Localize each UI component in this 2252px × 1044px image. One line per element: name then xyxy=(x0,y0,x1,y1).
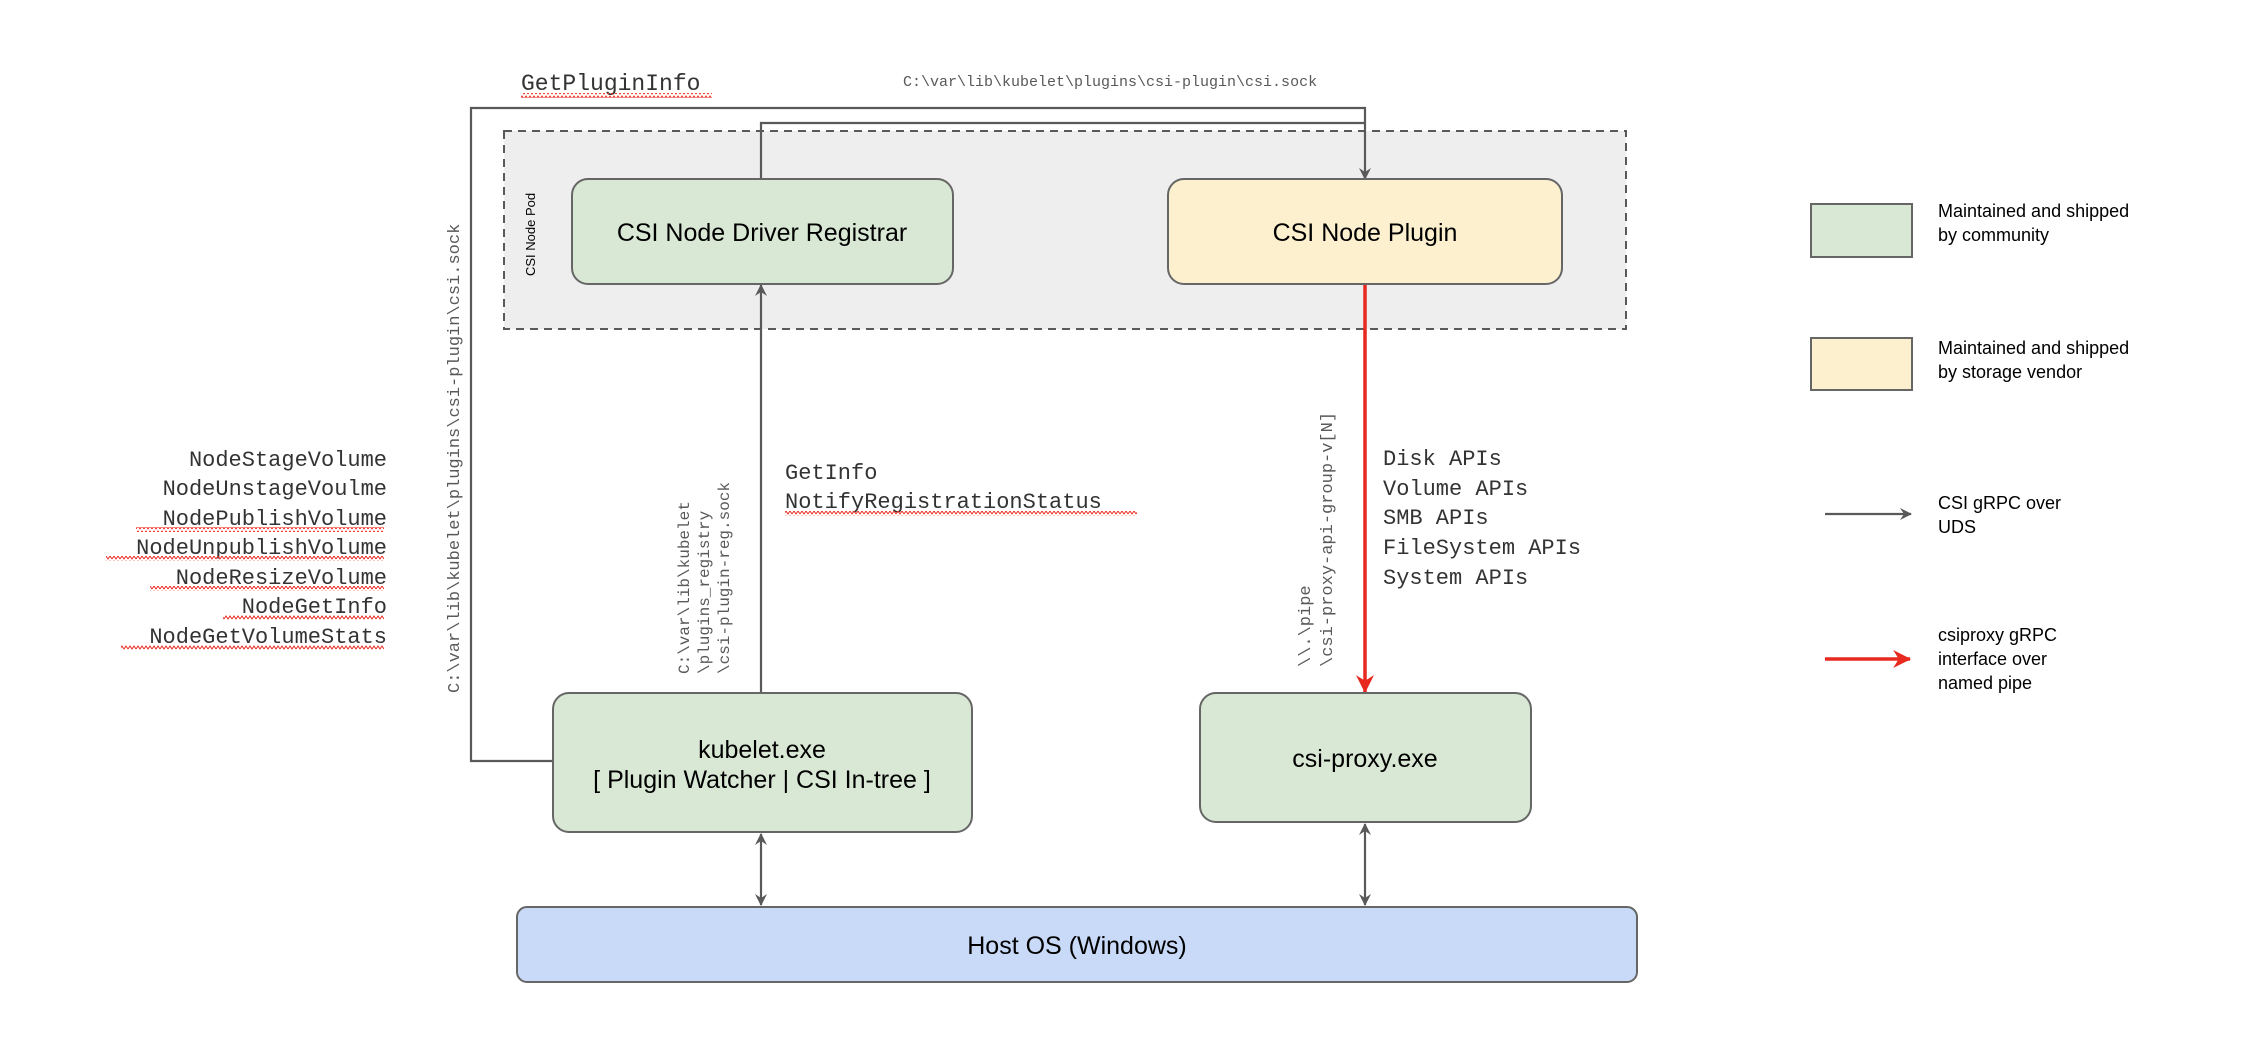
node-call-item: NodeUnstageVoulme xyxy=(163,477,387,502)
api-groups-list: Disk APIs Volume APIs SMB APIs FileSyste… xyxy=(1383,447,1581,591)
legend-community-line-1: Maintained and shipped xyxy=(1938,201,2129,221)
spellcheck-underline xyxy=(785,511,1137,516)
legend-vendor-line-2: by storage vendor xyxy=(1938,362,2082,382)
get-plugin-info-label: GetPluginInfo xyxy=(521,71,700,97)
reg-sock-line-2: \plugins_registry xyxy=(696,510,714,674)
uds-arrow-kubelet-to-plugin xyxy=(469,106,1371,763)
host-os-label: Host OS (Windows) xyxy=(967,932,1186,960)
api-group-item: SMB APIs xyxy=(1383,506,1489,531)
plugin-sock-path-vertical: C:\var\lib\kubelet\plugins\csi-plugin\cs… xyxy=(446,224,465,693)
plugin-sock-path-top: C:\var\lib\kubelet\plugins\csi-plugin\cs… xyxy=(903,74,1317,91)
reg-sock-line-1: C:\var\lib\kubelet xyxy=(676,501,694,674)
get-info-label: GetInfo xyxy=(785,461,877,486)
legend-community-line-2: by community xyxy=(1938,225,2049,245)
csi-proxy-label: csi-proxy.exe xyxy=(1292,745,1437,773)
legend-swatch-vendor xyxy=(1810,337,1913,391)
api-group-item: Volume APIs xyxy=(1383,477,1528,502)
legend-pipe-line-1: csiproxy gRPC xyxy=(1938,625,2057,645)
pod-label: CSI Node Pod xyxy=(523,193,538,276)
notify-registration-status-label: NotifyRegistrationStatus xyxy=(785,490,1102,515)
legend-pipe-line-3: named pipe xyxy=(1938,673,2032,693)
legend-uds-line-2: UDS xyxy=(1938,517,1976,537)
legend-pipe-line-2: interface over xyxy=(1938,649,2047,669)
legend: Maintained and shipped by community Main… xyxy=(1810,201,2129,693)
csi-proxy-box: csi-proxy.exe xyxy=(1199,692,1532,823)
api-group-item: FileSystem APIs xyxy=(1383,536,1581,561)
pipe-path-line-1: \\.\pipe xyxy=(1297,585,1316,667)
spellcheck-underline xyxy=(521,93,712,98)
csi-node-driver-registrar-box: CSI Node Driver Registrar xyxy=(571,178,954,285)
csi-node-plugin-box: CSI Node Plugin xyxy=(1167,178,1563,285)
api-group-item: System APIs xyxy=(1383,566,1528,591)
kubelet-box: kubelet.exe [ Plugin Watcher | CSI In-tr… xyxy=(552,692,973,833)
spellcheck-underlines xyxy=(106,527,384,650)
reg-sock-line-3: \csi-plugin-reg.sock xyxy=(716,482,734,674)
kubelet-label: kubelet.exe xyxy=(698,736,826,764)
host-os-box: Host OS (Windows) xyxy=(516,906,1638,983)
registrar-label: CSI Node Driver Registrar xyxy=(617,219,907,247)
node-call-item: NodeStageVolume xyxy=(189,448,387,473)
pipe-path-line-2: \csi-proxy-api-group-v[N] xyxy=(1319,412,1338,667)
legend-uds-line-1: CSI gRPC over xyxy=(1938,493,2061,513)
plugin-label: CSI Node Plugin xyxy=(1273,219,1458,247)
uds-line-registrar-to-plugin xyxy=(759,121,1365,179)
legend-swatch-community xyxy=(1810,203,1913,258)
kubelet-sublabel: [ Plugin Watcher | CSI In-tree ] xyxy=(593,766,931,794)
legend-vendor-line-1: Maintained and shipped xyxy=(1938,338,2129,358)
api-group-item: Disk APIs xyxy=(1383,447,1502,472)
